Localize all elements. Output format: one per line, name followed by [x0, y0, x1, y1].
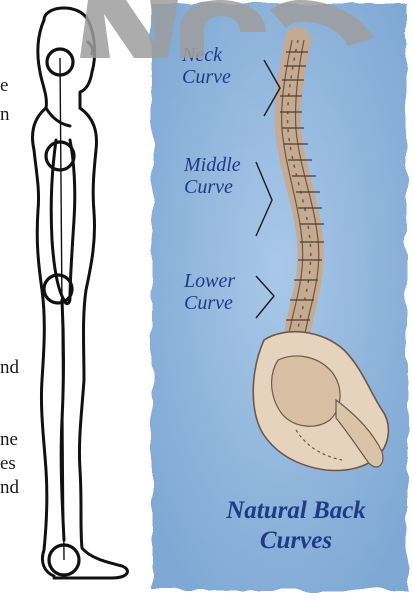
panel-caption: Natural Back Curves: [196, 496, 396, 556]
label-line: Curve: [184, 176, 241, 198]
lower-curve-label: Lower Curve: [184, 270, 235, 314]
caption-line: Curves: [196, 526, 396, 556]
middle-curve-label: Middle Curve: [184, 154, 241, 198]
label-line: Curve: [182, 66, 231, 88]
shoulder-alignment-marker: [46, 142, 74, 170]
neck-curve-label: Neck Curve: [182, 44, 231, 88]
label-line: Lower: [184, 270, 235, 292]
label-line: Neck: [182, 44, 231, 66]
label-line: Middle: [184, 154, 241, 176]
label-line: Curve: [184, 292, 235, 314]
caption-line: Natural Back: [196, 496, 396, 526]
